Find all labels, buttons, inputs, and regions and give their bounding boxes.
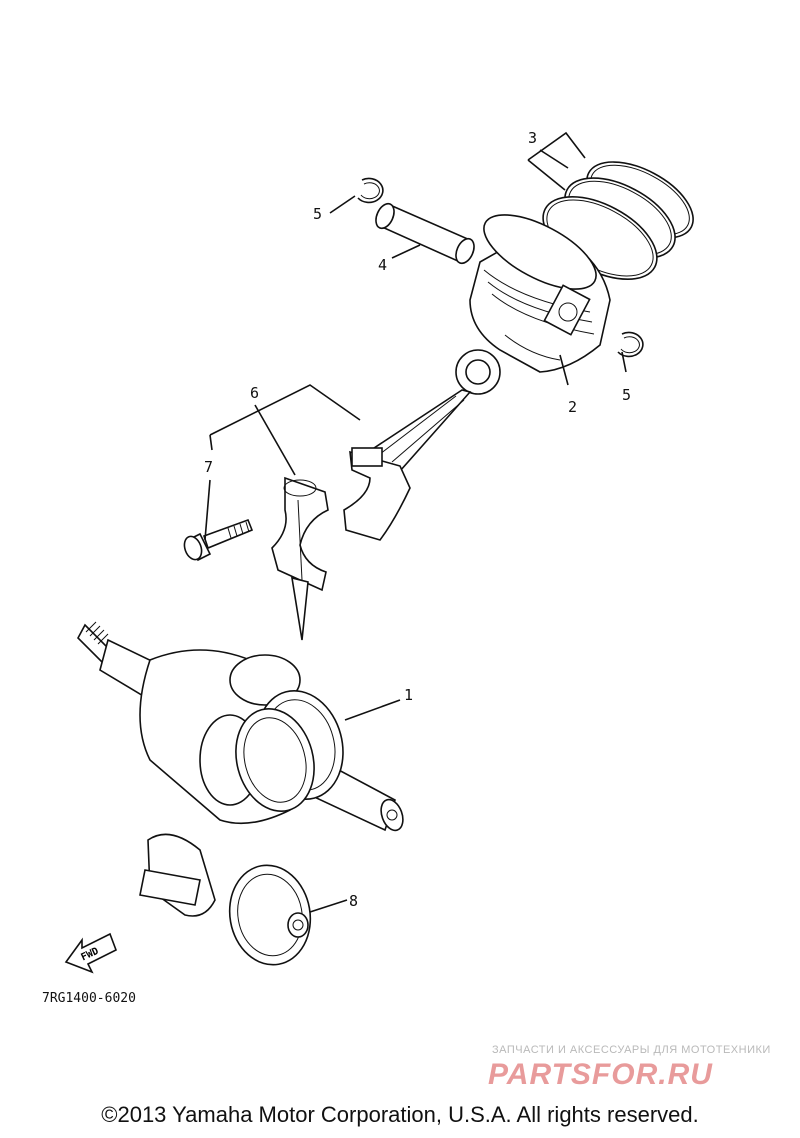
crankshaft-gear (235, 689, 344, 812)
callout-3: 3 (528, 129, 537, 147)
callout-4: 4 (378, 256, 387, 274)
fwd-arrow: FWD (64, 932, 118, 974)
watermark-logo: PARTSFOR.RU (488, 1058, 713, 1091)
callout-6: 6 (250, 384, 259, 402)
rod-bolt (183, 518, 254, 562)
drawing-code: 7RG1400-6020 (42, 991, 136, 1006)
copyright-notice: ©2013 Yamaha Motor Corporation, U.S.A. A… (101, 1102, 699, 1127)
piston-pin-boss (543, 284, 591, 336)
callout-1: 1 (404, 686, 413, 704)
leader-lines (204, 131, 627, 913)
connecting-rod-cap (271, 476, 329, 641)
piston (469, 214, 611, 373)
callout-2: 2 (568, 398, 577, 416)
balancer-shaft (139, 833, 312, 966)
callout-5-left: 5 (313, 205, 322, 223)
callout-8: 8 (349, 892, 358, 910)
balancer-gear (228, 864, 312, 966)
connecting-rod (343, 349, 501, 541)
callout-7: 7 (204, 458, 213, 476)
bearing-pointer (291, 576, 309, 641)
watermark-tagline: ЗАПЧАСТИ И АКСЕССУАРЫ ДЛЯ МОТОТЕХНИКИ (492, 1044, 771, 1056)
callout-5-right: 5 (622, 386, 631, 404)
piston-pin (375, 202, 475, 265)
